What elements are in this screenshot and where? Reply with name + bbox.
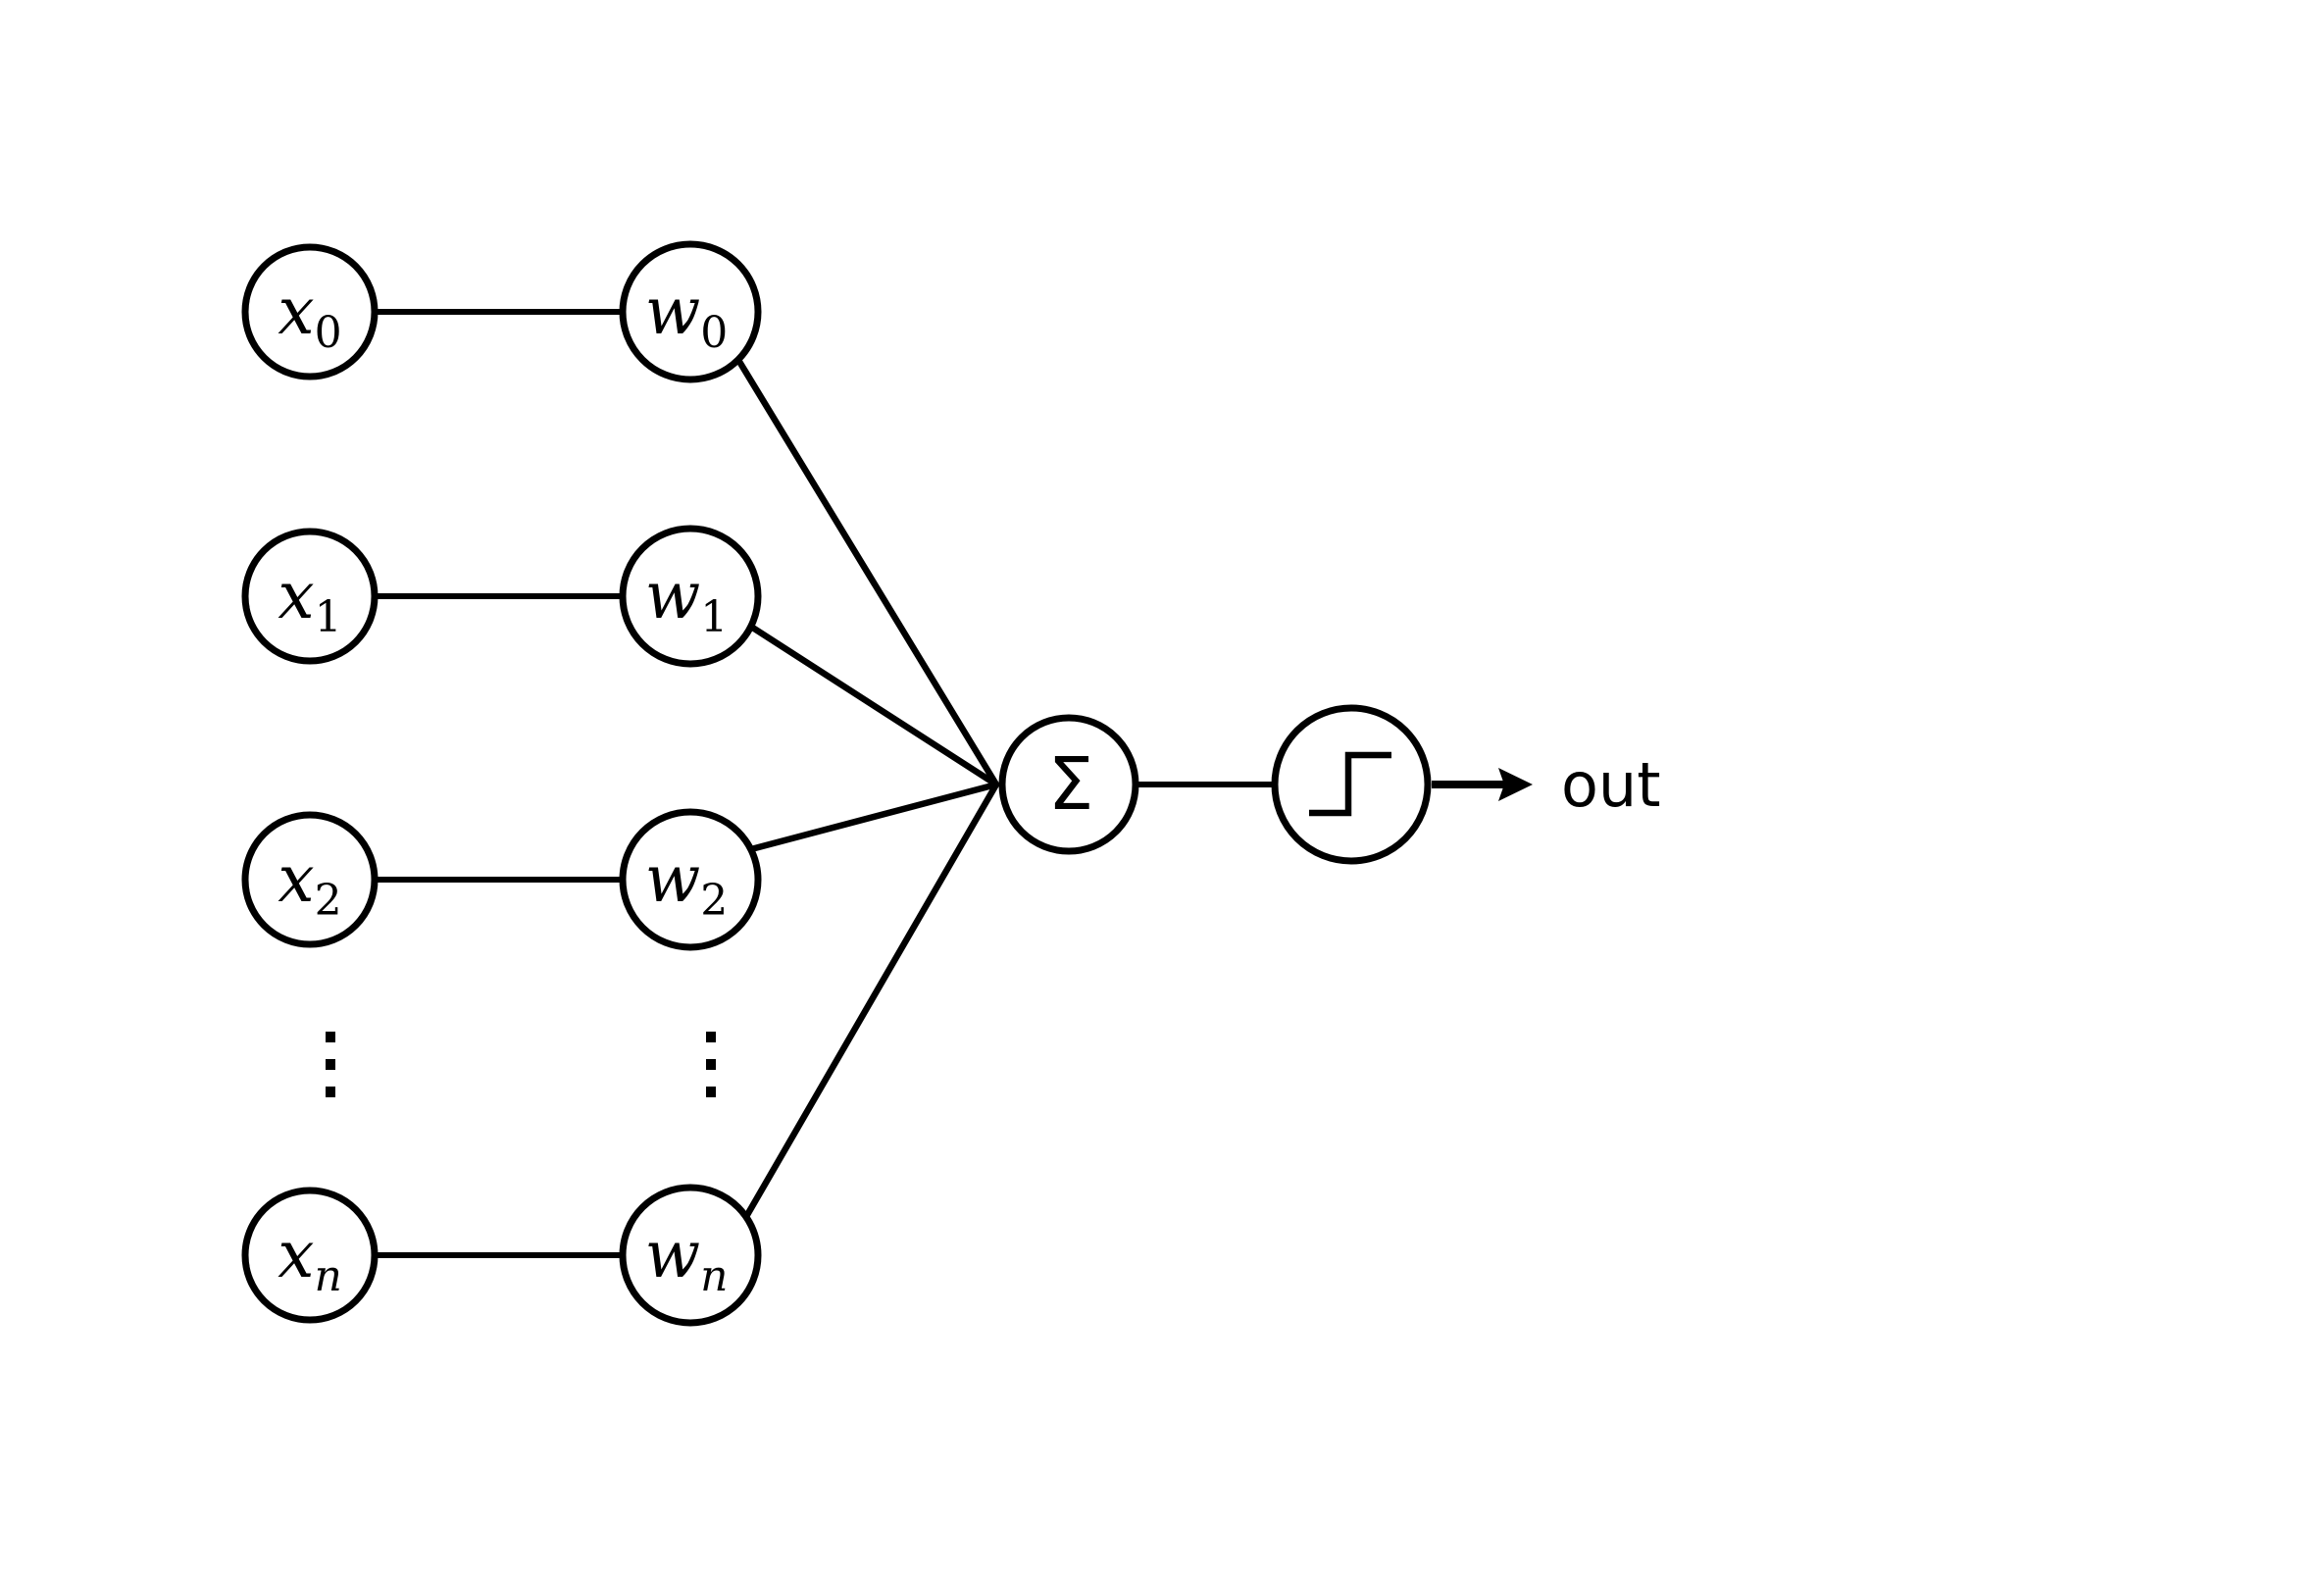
input-node-xn[interactable]: xn [241,1187,379,1324]
input-weight-edges [377,309,624,1258]
input-circle-xn[interactable] [241,1187,379,1324]
edge-wn-sum [743,781,1000,1219]
input-circle-x2[interactable] [241,811,379,948]
edge-w1-sum [747,623,1000,788]
step-function-icon [1309,751,1391,817]
weight-circle-w2[interactable] [619,808,762,951]
weight-label-w1: w1 [645,558,729,642]
input-label-x2: x2 [278,841,341,926]
input-nodes: x0 x1 x2 xn [241,243,379,1324]
weight-sum-edges [734,356,1000,1219]
input-node-x2[interactable]: x2 [241,811,379,948]
input-node-x1[interactable]: x1 [241,528,379,665]
sigma-icon: Σ [1048,742,1094,827]
input-label-x1: x1 [278,558,341,642]
vertical-ellipsis-icon-right [706,1032,716,1097]
weight-node-wn[interactable]: wn [619,1184,762,1327]
input-circle-x0[interactable] [241,243,379,380]
input-label-xn: xn [278,1217,342,1301]
ellipsis-dot [706,1059,716,1070]
vertical-ellipsis-icon-left [326,1032,335,1097]
ellipsis-dot [326,1032,335,1042]
weight-node-w0[interactable]: w0 [619,240,762,383]
input-label-x0: x0 [278,274,341,358]
output-arrow [1432,768,1533,801]
edge-w0-sum [734,356,1000,788]
ellipsis-dot [706,1032,716,1042]
ellipsis-dot [326,1087,335,1097]
input-circle-x1[interactable] [241,528,379,665]
weight-nodes: w0 w1 w2 wn [619,240,762,1327]
weight-label-wn: wn [645,1217,729,1301]
weight-node-w1[interactable]: w1 [619,525,762,668]
input-node-x0[interactable]: x0 [241,243,379,380]
output-label: out [1561,749,1661,821]
weight-node-w2[interactable]: w2 [619,808,762,951]
weight-circle-w1[interactable] [619,525,762,668]
edge-w2-sum [747,781,1000,853]
summation-node[interactable]: Σ [998,714,1139,855]
weight-circle-wn[interactable] [619,1184,762,1327]
ellipsis-dot [706,1087,716,1097]
weight-label-w0: w0 [645,274,729,358]
weight-label-w2: w2 [645,841,729,926]
summation-circle[interactable] [998,714,1139,855]
arrow-head-icon [1498,768,1533,801]
weight-circle-w0[interactable] [619,240,762,383]
ellipsis-dot [326,1059,335,1070]
activation-node[interactable] [1271,704,1432,865]
